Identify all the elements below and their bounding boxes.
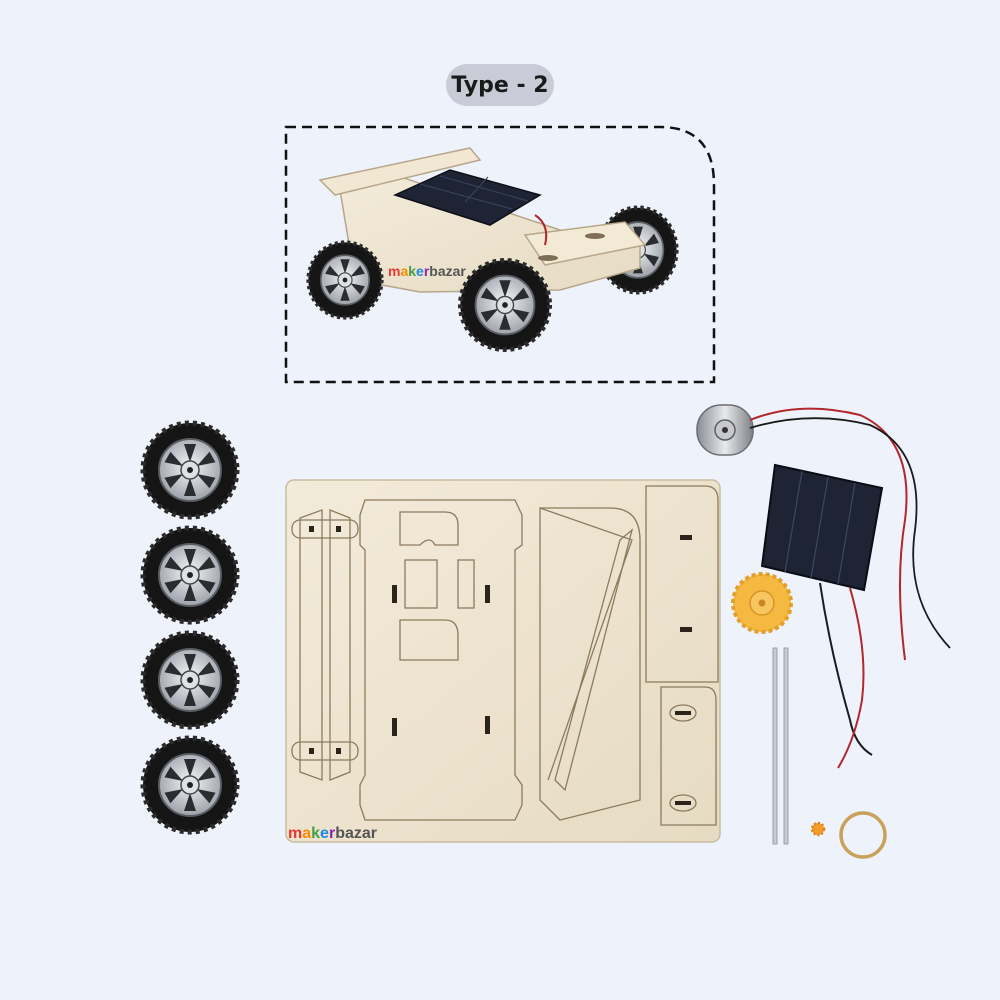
- rubber-band: [839, 811, 887, 859]
- wood-sheet: makerbazar: [285, 479, 721, 843]
- large-gear: [731, 572, 793, 634]
- sheet-watermark: makerbazar: [288, 825, 377, 842]
- car-watermark: makerbazar: [388, 263, 466, 279]
- axle-rods: [772, 647, 789, 845]
- wheel-3: [143, 633, 237, 727]
- type-badge-label: Type - 2: [451, 72, 549, 98]
- small-gear: [810, 821, 826, 837]
- wheel-4: [143, 738, 237, 832]
- dashed-frame: [284, 125, 716, 384]
- wheel-2: [143, 528, 237, 622]
- assembled-car: makerbazar: [308, 147, 676, 350]
- type-badge: Type - 2: [446, 64, 554, 106]
- dc-motor: [696, 404, 951, 661]
- car-solar-panel: [392, 169, 542, 226]
- wheel-1: [143, 423, 237, 517]
- solar-panel: [760, 463, 884, 769]
